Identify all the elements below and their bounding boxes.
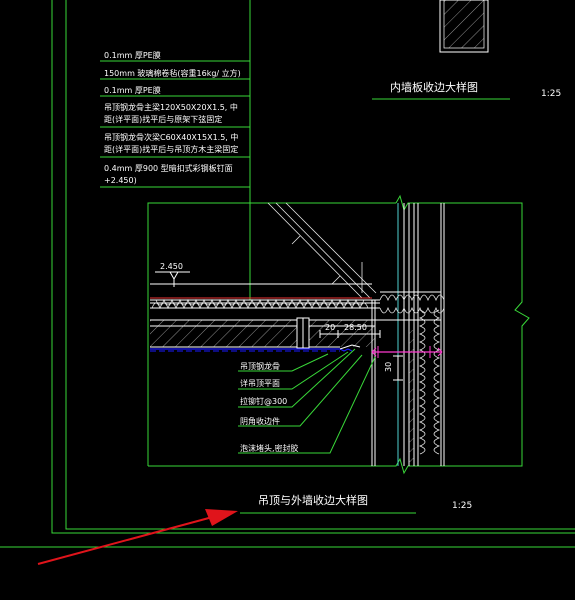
spec-text-7: 距(详平面)找平后与吊顶方木主梁固定: [104, 144, 238, 154]
insulation-ceiling: [151, 302, 369, 310]
drawing-frame: [0, 0, 575, 548]
main-title: 吊顶与外墙收边大样图: [258, 493, 368, 507]
top-title: 内墙板收边大样图: [390, 80, 478, 94]
top-scale: 1:25: [541, 89, 561, 99]
callout-5: 泡沫堵头,密封胶: [240, 443, 299, 453]
dim-30: 30: [384, 362, 393, 372]
spec-text-3: 0.1mm 厚PE膜: [104, 85, 161, 95]
truss-diagonal: [267, 202, 377, 299]
dimension-lines: [319, 330, 403, 381]
callout-2: 详吊顶平面: [240, 378, 280, 388]
callout-4: 阴角收边件: [240, 416, 280, 426]
column-fragment: [439, 0, 489, 53]
elevation-marker: [155, 271, 190, 287]
spec-text-5: 距(详平面)找平后与原架下弦固定: [104, 114, 222, 124]
spec-text-8: 0.4mm 厚900 型暗扣式彩钢板钉面: [104, 163, 233, 173]
dim-2850: 28.50: [344, 323, 367, 332]
wall-assembly: [371, 203, 445, 466]
ceiling-panel-blue: [150, 348, 353, 352]
spec-text-4: 吊顶钢龙骨主梁120X50X20X1.5, 中: [104, 102, 238, 112]
spec-text-1: 0.1mm 厚PE膜: [104, 50, 161, 60]
callout-1: 吊顶钢龙骨: [240, 361, 280, 371]
dim-20: 20: [325, 323, 335, 332]
spec-text-6: 吊顶钢龙骨次梁C60X40X15X1.5, 中: [104, 132, 238, 142]
red-arrow: [37, 509, 238, 565]
detail-boundary: [147, 194, 530, 475]
ceiling-layers: [150, 283, 380, 352]
main-scale: 1:25: [452, 501, 472, 511]
spec-text-9: +2.450): [104, 176, 137, 185]
spec-text-2: 150mm 玻璃棉卷毡(容重16kg/ 立方): [104, 68, 241, 78]
callout-3: 拉铆钉@300: [240, 396, 287, 406]
spec-leader-box: [100, 0, 251, 300]
insulation-wall: [418, 309, 426, 455]
elevation-label: 2.450: [160, 262, 183, 271]
callout-leaders: [238, 348, 376, 454]
